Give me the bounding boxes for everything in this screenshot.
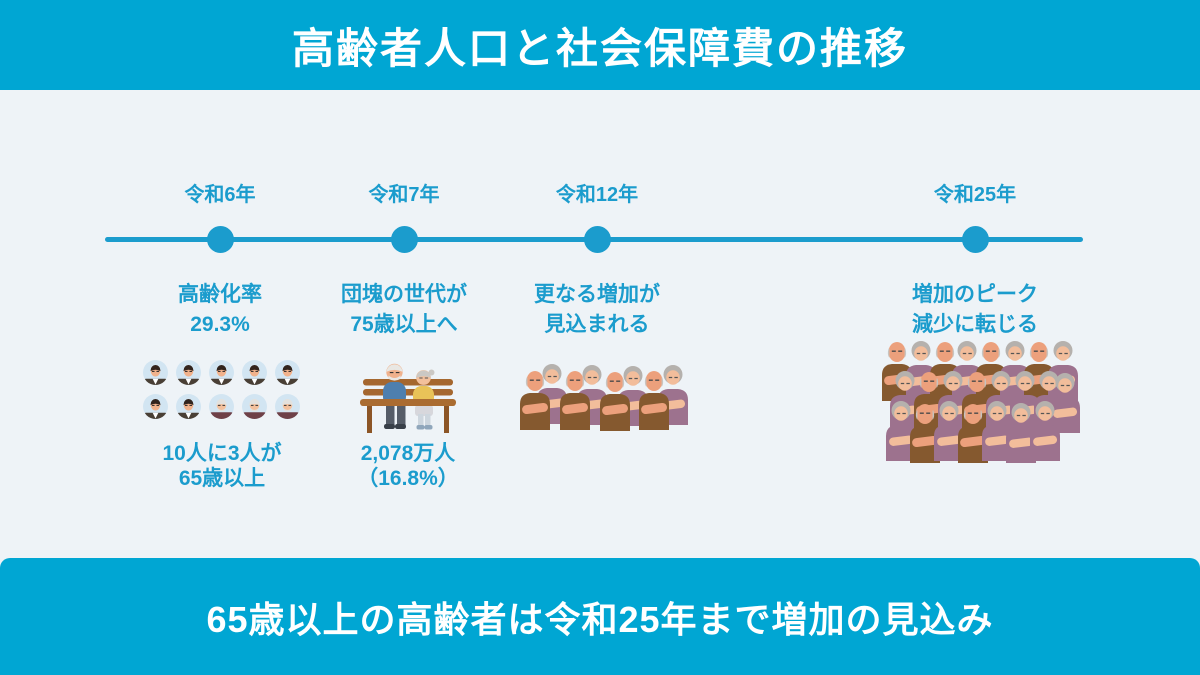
- elderly-couple-bench-icon: [357, 355, 459, 437]
- timeline-dot-reiwa6: [206, 226, 234, 253]
- description-reiwa25: 増加のピーク 減少に転じる: [912, 280, 1038, 340]
- year-label-reiwa6: 令和6年: [184, 184, 256, 206]
- page-title: 高齢者人口と社会保障費の推移: [291, 24, 908, 72]
- description-reiwa12: 更なる増加が 見込まれる: [534, 280, 660, 340]
- description-line: 減少に転じる: [912, 313, 1038, 336]
- footer-banner: 65歳以上の高齢者は令和25年まで増加の見込み: [0, 558, 1200, 675]
- description-line: 増加のピーク: [912, 283, 1038, 306]
- elderly-crowd-small-icon: [515, 362, 693, 433]
- caption-reiwa7: 2,078万人 （16.8%）: [357, 441, 459, 491]
- caption-line: （16.8%）: [357, 467, 459, 490]
- caption-line: 10人に3人が: [162, 442, 282, 465]
- year-label-reiwa25: 令和25年: [933, 184, 1017, 206]
- timeline-dot-reiwa12: [583, 226, 611, 253]
- caption-line: 65歳以上: [178, 467, 266, 490]
- timeline-dot-reiwa25: [961, 226, 989, 253]
- description-line: 29.3%: [190, 313, 250, 336]
- description-line: 更なる増加が: [534, 283, 660, 306]
- description-reiwa6: 高齢化率 29.3%: [178, 280, 262, 340]
- year-label-reiwa12: 令和12年: [555, 184, 639, 206]
- timeline-dot-reiwa7: [390, 226, 418, 253]
- caption-line: 2,078万人: [360, 442, 456, 465]
- caption-reiwa6: 10人に3人が 65歳以上: [162, 441, 281, 491]
- description-line: 75歳以上へ: [350, 313, 458, 336]
- description-reiwa7: 団塊の世代が 75歳以上へ: [341, 280, 467, 340]
- elderly-crowd-large-icon: [877, 339, 1085, 465]
- footer-message: 65歳以上の高齢者は令和25年まで増加の見込み: [206, 598, 994, 640]
- description-line: 高齢化率: [178, 283, 262, 306]
- description-line: 見込まれる: [544, 313, 650, 336]
- year-label-reiwa7: 令和7年: [368, 184, 440, 206]
- header-banner: 高齢者人口と社会保障費の推移: [0, 0, 1200, 90]
- description-line: 団塊の世代が: [341, 283, 467, 306]
- ten-avatars-icon: [143, 360, 301, 420]
